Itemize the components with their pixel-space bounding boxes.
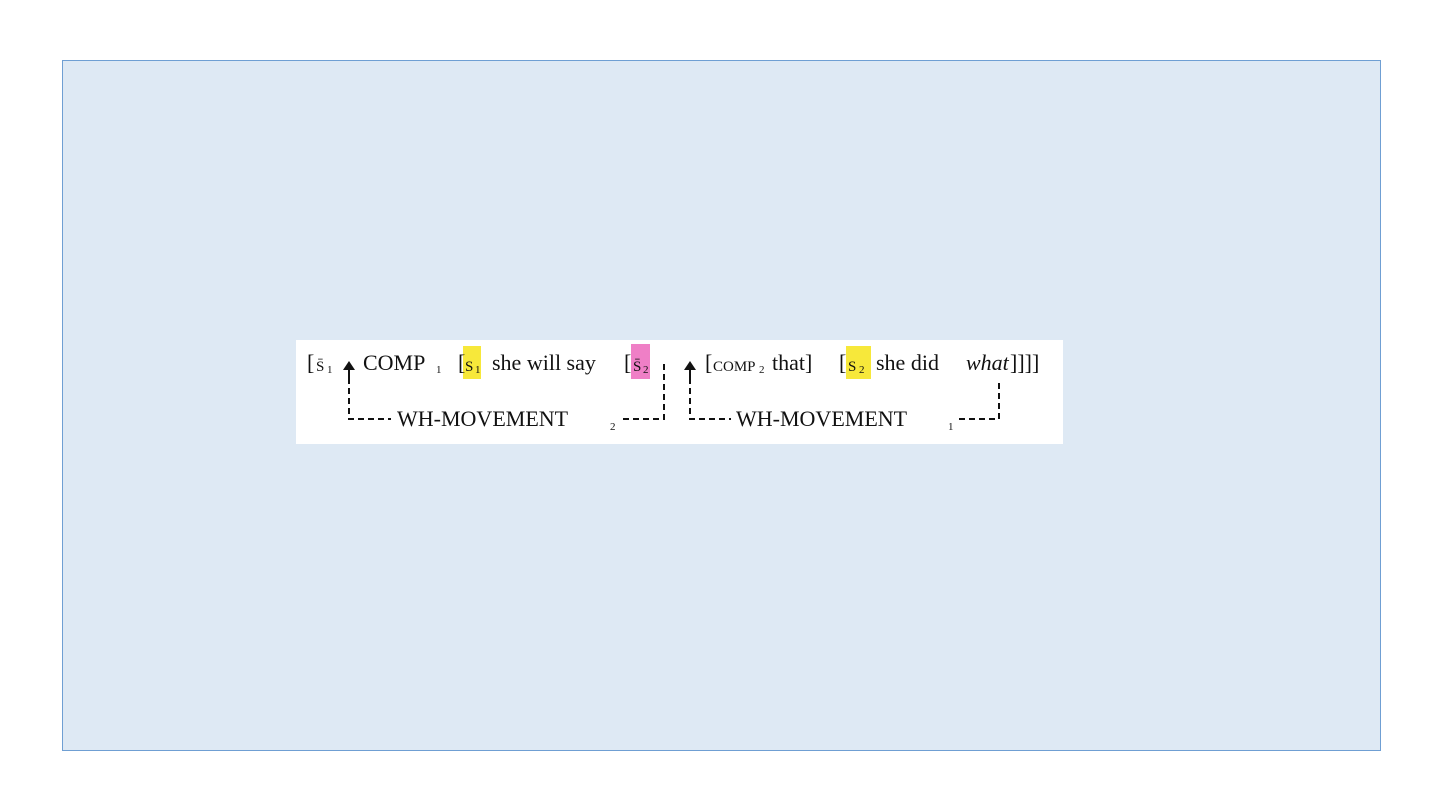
wh2-left-path bbox=[348, 378, 391, 420]
comp1-subscript: 1 bbox=[436, 364, 442, 376]
s1-subscript: 1 bbox=[475, 364, 481, 376]
sbar2-label: S̄ bbox=[633, 359, 641, 375]
bracket-open-s1: [ bbox=[458, 350, 465, 375]
wh-movement-1-label: WH-MOVEMENT bbox=[736, 406, 908, 431]
s2-label: S bbox=[848, 359, 856, 375]
syntax-tree-svg: [ S̄ 1 COMP 1 [ S 1 she will say [ S̄ 2 … bbox=[307, 344, 1039, 433]
wh1-right-path bbox=[959, 380, 1000, 420]
wh2-right-path bbox=[623, 364, 665, 420]
wh-movement-2-label: WH-MOVEMENT bbox=[397, 406, 569, 431]
closing-brackets: ]]]] bbox=[1010, 350, 1039, 375]
slide-canvas: [ S̄ 1 COMP 1 [ S 1 she will say [ S̄ 2 … bbox=[62, 60, 1381, 751]
wh1-left-path bbox=[689, 378, 731, 420]
comp2-label: COMP bbox=[713, 359, 756, 375]
comp1-label: COMP bbox=[363, 350, 425, 375]
clause2-text: she did bbox=[876, 350, 939, 375]
s1-label: S bbox=[465, 359, 473, 375]
bracket-open-sbar1: [ bbox=[307, 350, 314, 375]
wh-movement-2-subscript: 2 bbox=[610, 421, 616, 433]
wh1-arrow-head bbox=[684, 361, 696, 370]
s1-highlight bbox=[463, 346, 481, 379]
wh-word: what bbox=[966, 350, 1010, 375]
sbar1-subscript: 1 bbox=[327, 364, 333, 376]
bracket-open-sbar2: [ bbox=[624, 350, 631, 375]
wh-movement-1-subscript: 1 bbox=[948, 421, 954, 433]
bracket-open-s2: [ bbox=[839, 350, 846, 375]
clause1-text: she will say bbox=[492, 350, 596, 375]
sbar1-label: S̄ bbox=[316, 359, 324, 375]
wh-movement-diagram: [ S̄ 1 COMP 1 [ S 1 she will say [ S̄ 2 … bbox=[296, 340, 1063, 444]
s2-subscript: 2 bbox=[859, 364, 865, 376]
comp2-word: that] bbox=[772, 350, 812, 375]
bracket-open-comp2: [ bbox=[705, 350, 712, 375]
s2-highlight bbox=[846, 346, 871, 379]
sbar2-subscript: 2 bbox=[643, 364, 649, 376]
sbar2-highlight bbox=[631, 344, 650, 379]
comp2-subscript: 2 bbox=[759, 364, 765, 376]
wh2-arrow-head bbox=[343, 361, 355, 370]
